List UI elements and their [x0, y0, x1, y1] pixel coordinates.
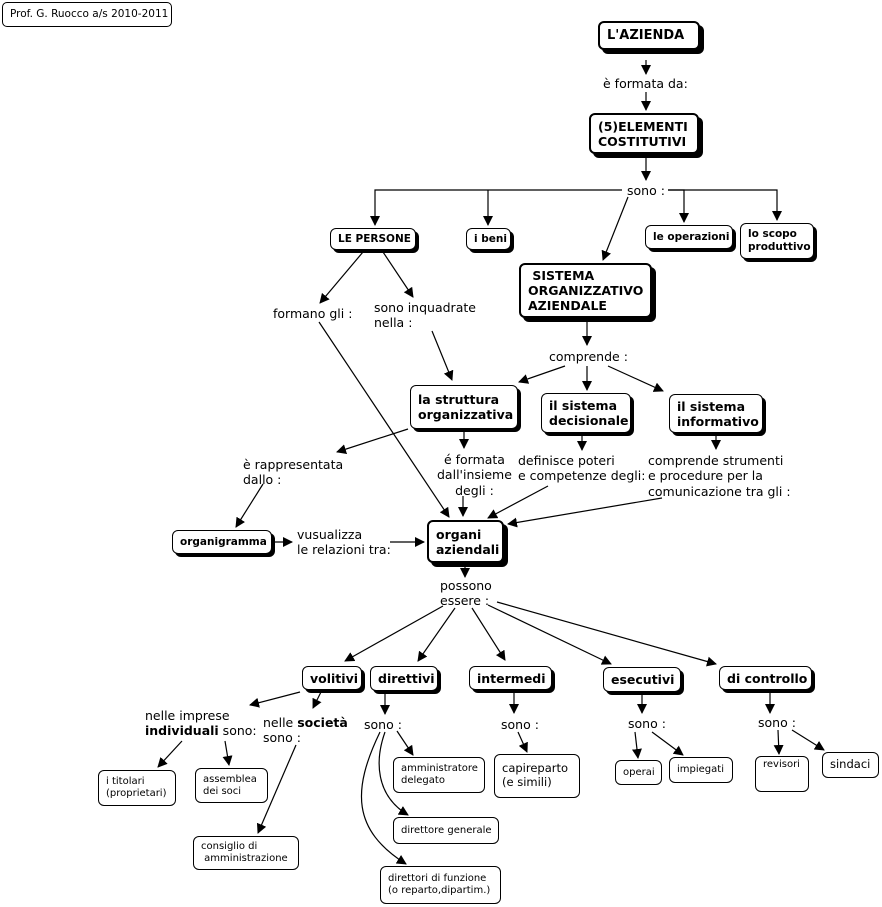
label-sono-direttivi: sono :	[364, 717, 402, 732]
node-direttore-generale: direttore generale	[393, 817, 499, 844]
node-sistema-decisionale: il sistema decisionale	[541, 393, 631, 433]
node-azienda: L'AZIENDA	[598, 21, 700, 50]
node-esecutivi: esecutivi	[603, 667, 681, 692]
label-definisce: definisce poteri e competenze degli:	[518, 453, 646, 484]
label-formata-insieme: é formata dall'insieme degli :	[437, 452, 512, 498]
node-capireparto: capireparto (e simili)	[494, 754, 580, 798]
header-credit: Prof. G. Ruocco a/s 2010-2011	[2, 2, 172, 27]
node-le-persone: LE PERSONE	[330, 228, 416, 250]
label-societa-bold: società	[297, 715, 348, 730]
connector	[496, 601, 717, 667]
node-organigramma: organigramma	[172, 530, 272, 554]
connector	[396, 730, 414, 756]
connector	[378, 731, 409, 816]
connector	[235, 483, 264, 528]
node-sistema-informativo: il sistema informativo	[669, 394, 763, 433]
label-imprese-bold: individuali	[145, 723, 219, 739]
node-i-titolari: i titolari (proprietari)	[98, 770, 176, 806]
label-inquadrate: sono inquadrate nella :	[374, 300, 476, 331]
connector	[312, 691, 322, 709]
node-revisori: revisori	[755, 756, 809, 792]
label-comprende-strumenti: comprende strumenti e procedure per la c…	[648, 453, 791, 499]
label-possono: possono essere :	[440, 578, 492, 609]
connector	[222, 740, 233, 766]
label-comprende: comprende :	[549, 349, 628, 364]
label-visualizza: vusualizza le relazioni tra:	[297, 527, 391, 558]
label-imprese-prefix: nelle imprese	[145, 708, 230, 723]
node-i-beni: i beni	[466, 228, 511, 250]
node-organi-aziendali: organi aziendali	[427, 520, 504, 563]
label-formata-da: è formata da:	[603, 76, 688, 91]
connector	[487, 485, 549, 519]
node-di-controllo: di controllo	[719, 666, 812, 690]
connector	[773, 729, 784, 755]
node-elementi-costitutivi: (5)ELEMENTI COSTITUTIVI	[589, 113, 699, 154]
connector	[517, 731, 528, 753]
node-impiegati: impiegati	[669, 757, 733, 783]
connector	[431, 330, 454, 381]
label-formano: formano gli :	[273, 306, 353, 321]
connector	[651, 731, 684, 756]
label-sono: sono :	[627, 183, 665, 198]
node-struttura-organizzativa: la struttura organizzativa	[410, 385, 518, 429]
node-assemblea-soci: assemblea dei soci	[195, 768, 268, 803]
node-sistema-organizzativo: SISTEMA ORGANIZZATIVO AZIENDALE	[519, 263, 652, 318]
label-sono-intermedi: sono :	[501, 717, 539, 732]
node-amministratore-delegato: amministratore delegato	[393, 757, 485, 793]
connector	[360, 731, 407, 865]
connector	[668, 189, 782, 221]
connector	[791, 729, 825, 751]
connector	[487, 604, 612, 665]
node-consiglio-amministrazione: consiglio di amministrazione	[193, 836, 299, 870]
node-lo-scopo-produttivo: lo scopo produttivo	[740, 223, 814, 259]
connector	[382, 251, 414, 298]
connector	[607, 365, 664, 392]
label-sono-controllo: sono :	[758, 715, 796, 730]
label-imprese-suffix: sono:	[218, 723, 257, 739]
node-sindaci: sindaci	[822, 752, 879, 778]
connector	[256, 744, 297, 834]
connector	[417, 607, 456, 662]
connector	[668, 189, 689, 223]
label-societa-suffix: sono :	[263, 730, 301, 746]
connector	[336, 428, 409, 454]
connector	[344, 605, 444, 662]
connector	[318, 321, 450, 518]
connector	[507, 497, 663, 528]
connector	[518, 365, 566, 384]
label-societa-prefix: nelle	[263, 715, 298, 730]
connector	[370, 189, 622, 226]
node-le-operazioni: le operazioni	[645, 225, 733, 249]
connector	[157, 740, 183, 768]
label-rappresentata: è rappresentata dallo :	[243, 457, 344, 488]
node-intermedi: intermedi	[469, 666, 552, 690]
connector	[471, 607, 506, 661]
node-volitivi: volitivi	[302, 666, 362, 690]
connector	[249, 691, 301, 708]
node-operai: operai	[615, 760, 662, 785]
node-direttori-funzione: direttori di funzione (o reparto,diparti…	[380, 866, 501, 904]
node-direttivi: direttivi	[370, 666, 438, 691]
connector	[319, 251, 364, 304]
connector	[601, 196, 629, 261]
label-sono-esecutivi: sono :	[628, 716, 666, 731]
connector	[632, 731, 642, 759]
